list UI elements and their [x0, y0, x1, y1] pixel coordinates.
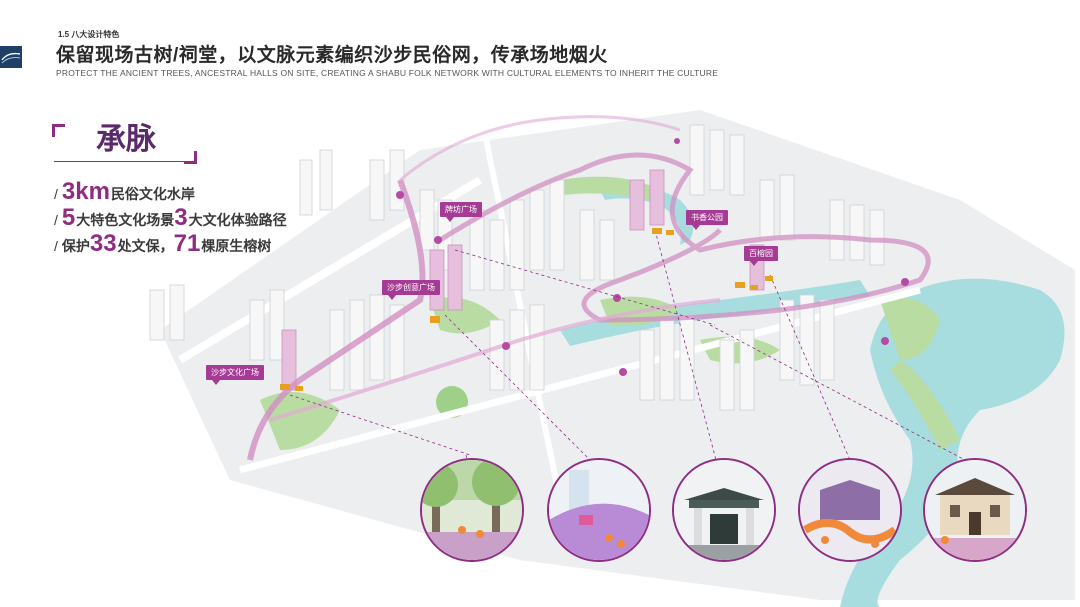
- map-label-paifang-square: 牌坊广场: [440, 202, 482, 222]
- stat-text: 保护: [61, 238, 90, 254]
- heading-corner-bottom-right: [184, 151, 197, 164]
- stat-value: 5: [61, 204, 76, 231]
- map-label-shuxiang-park: 书香公园: [686, 210, 728, 230]
- vignette-archway-gate: [672, 458, 776, 562]
- stat-text: 大文化体验路径: [188, 212, 287, 228]
- stat-scenes-paths: / 5 大特色文化场景 3 大文化体验路径: [54, 204, 287, 231]
- vignette-ancestral-hall: [923, 458, 1027, 562]
- map-label-baiyuan-garden: 百榕园: [744, 246, 778, 266]
- stats-list: / 3km 民俗文化水岸 / 5 大特色文化场景 3 大文化体验路径 / 保护 …: [54, 178, 287, 257]
- stat-value: 3: [174, 204, 188, 231]
- vignette-banyan-plaza: [420, 458, 524, 562]
- page-title: 保留现场古树/祠堂，以文脉元素编织沙步民俗网，传承场地烟火: [56, 45, 608, 66]
- theme-heading: 承脉: [96, 122, 156, 157]
- section-number: 1.5 八大设计特色: [58, 30, 120, 39]
- stat-value: 33: [89, 230, 117, 257]
- stat-text: 民俗文化水岸: [110, 186, 195, 202]
- stat-value: 71: [173, 230, 201, 257]
- stat-text: 大特色文化场景: [76, 212, 175, 228]
- map-label-shabu-creative-square: 沙步创意广场: [382, 280, 440, 300]
- stat-value: 3km: [61, 178, 110, 205]
- heading-divider: [54, 161, 190, 162]
- stat-text: 棵原生榕树: [201, 238, 272, 254]
- map-label-shabu-culture-square: 沙步文化广场: [206, 365, 264, 385]
- heading-corner-top-left: [52, 124, 65, 137]
- company-logo-icon: [0, 46, 22, 68]
- stat-waterfront: / 3km 民俗文化水岸: [54, 178, 195, 205]
- vignette-dragon-parade: [798, 458, 902, 562]
- stat-text: 处文保，: [117, 238, 174, 254]
- page-subtitle: PROTECT THE ANCIENT TREES, ANCESTRAL HAL…: [56, 68, 719, 78]
- stat-heritage-trees: / 保护 33 处文保， 71 棵原生榕树: [54, 230, 272, 257]
- vignette-creative-plaza: [547, 458, 651, 562]
